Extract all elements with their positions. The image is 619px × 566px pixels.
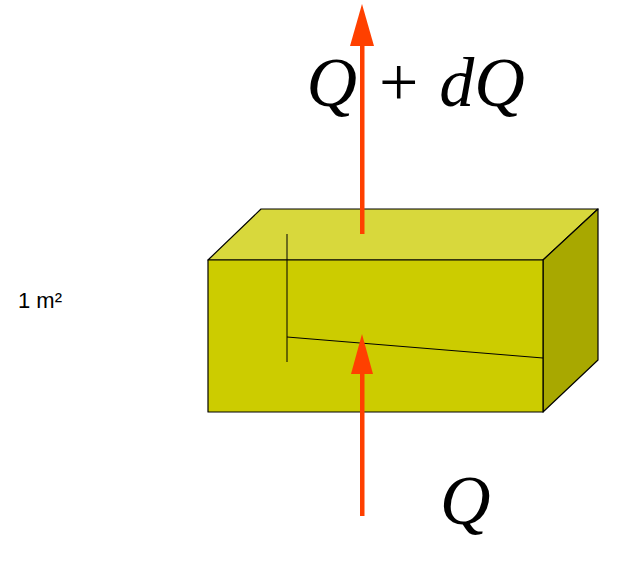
hidden-edge [287,337,543,358]
hidden-edge [287,234,288,362]
box-top-face [208,209,598,260]
heat-box [208,209,598,412]
box-side-face [543,209,598,412]
heat-flux-in-label: Q [440,466,491,536]
arrow-head [351,334,373,374]
arrow-head [350,4,374,46]
area-label: 1 m² [18,290,62,312]
heat-flux-out-label: Q + dQ [306,48,524,118]
heat-flow-arrow-in [351,334,373,516]
heat-flow-arrow-out [350,4,374,234]
arrow-shaft [360,370,365,516]
box-front-face [208,260,543,412]
